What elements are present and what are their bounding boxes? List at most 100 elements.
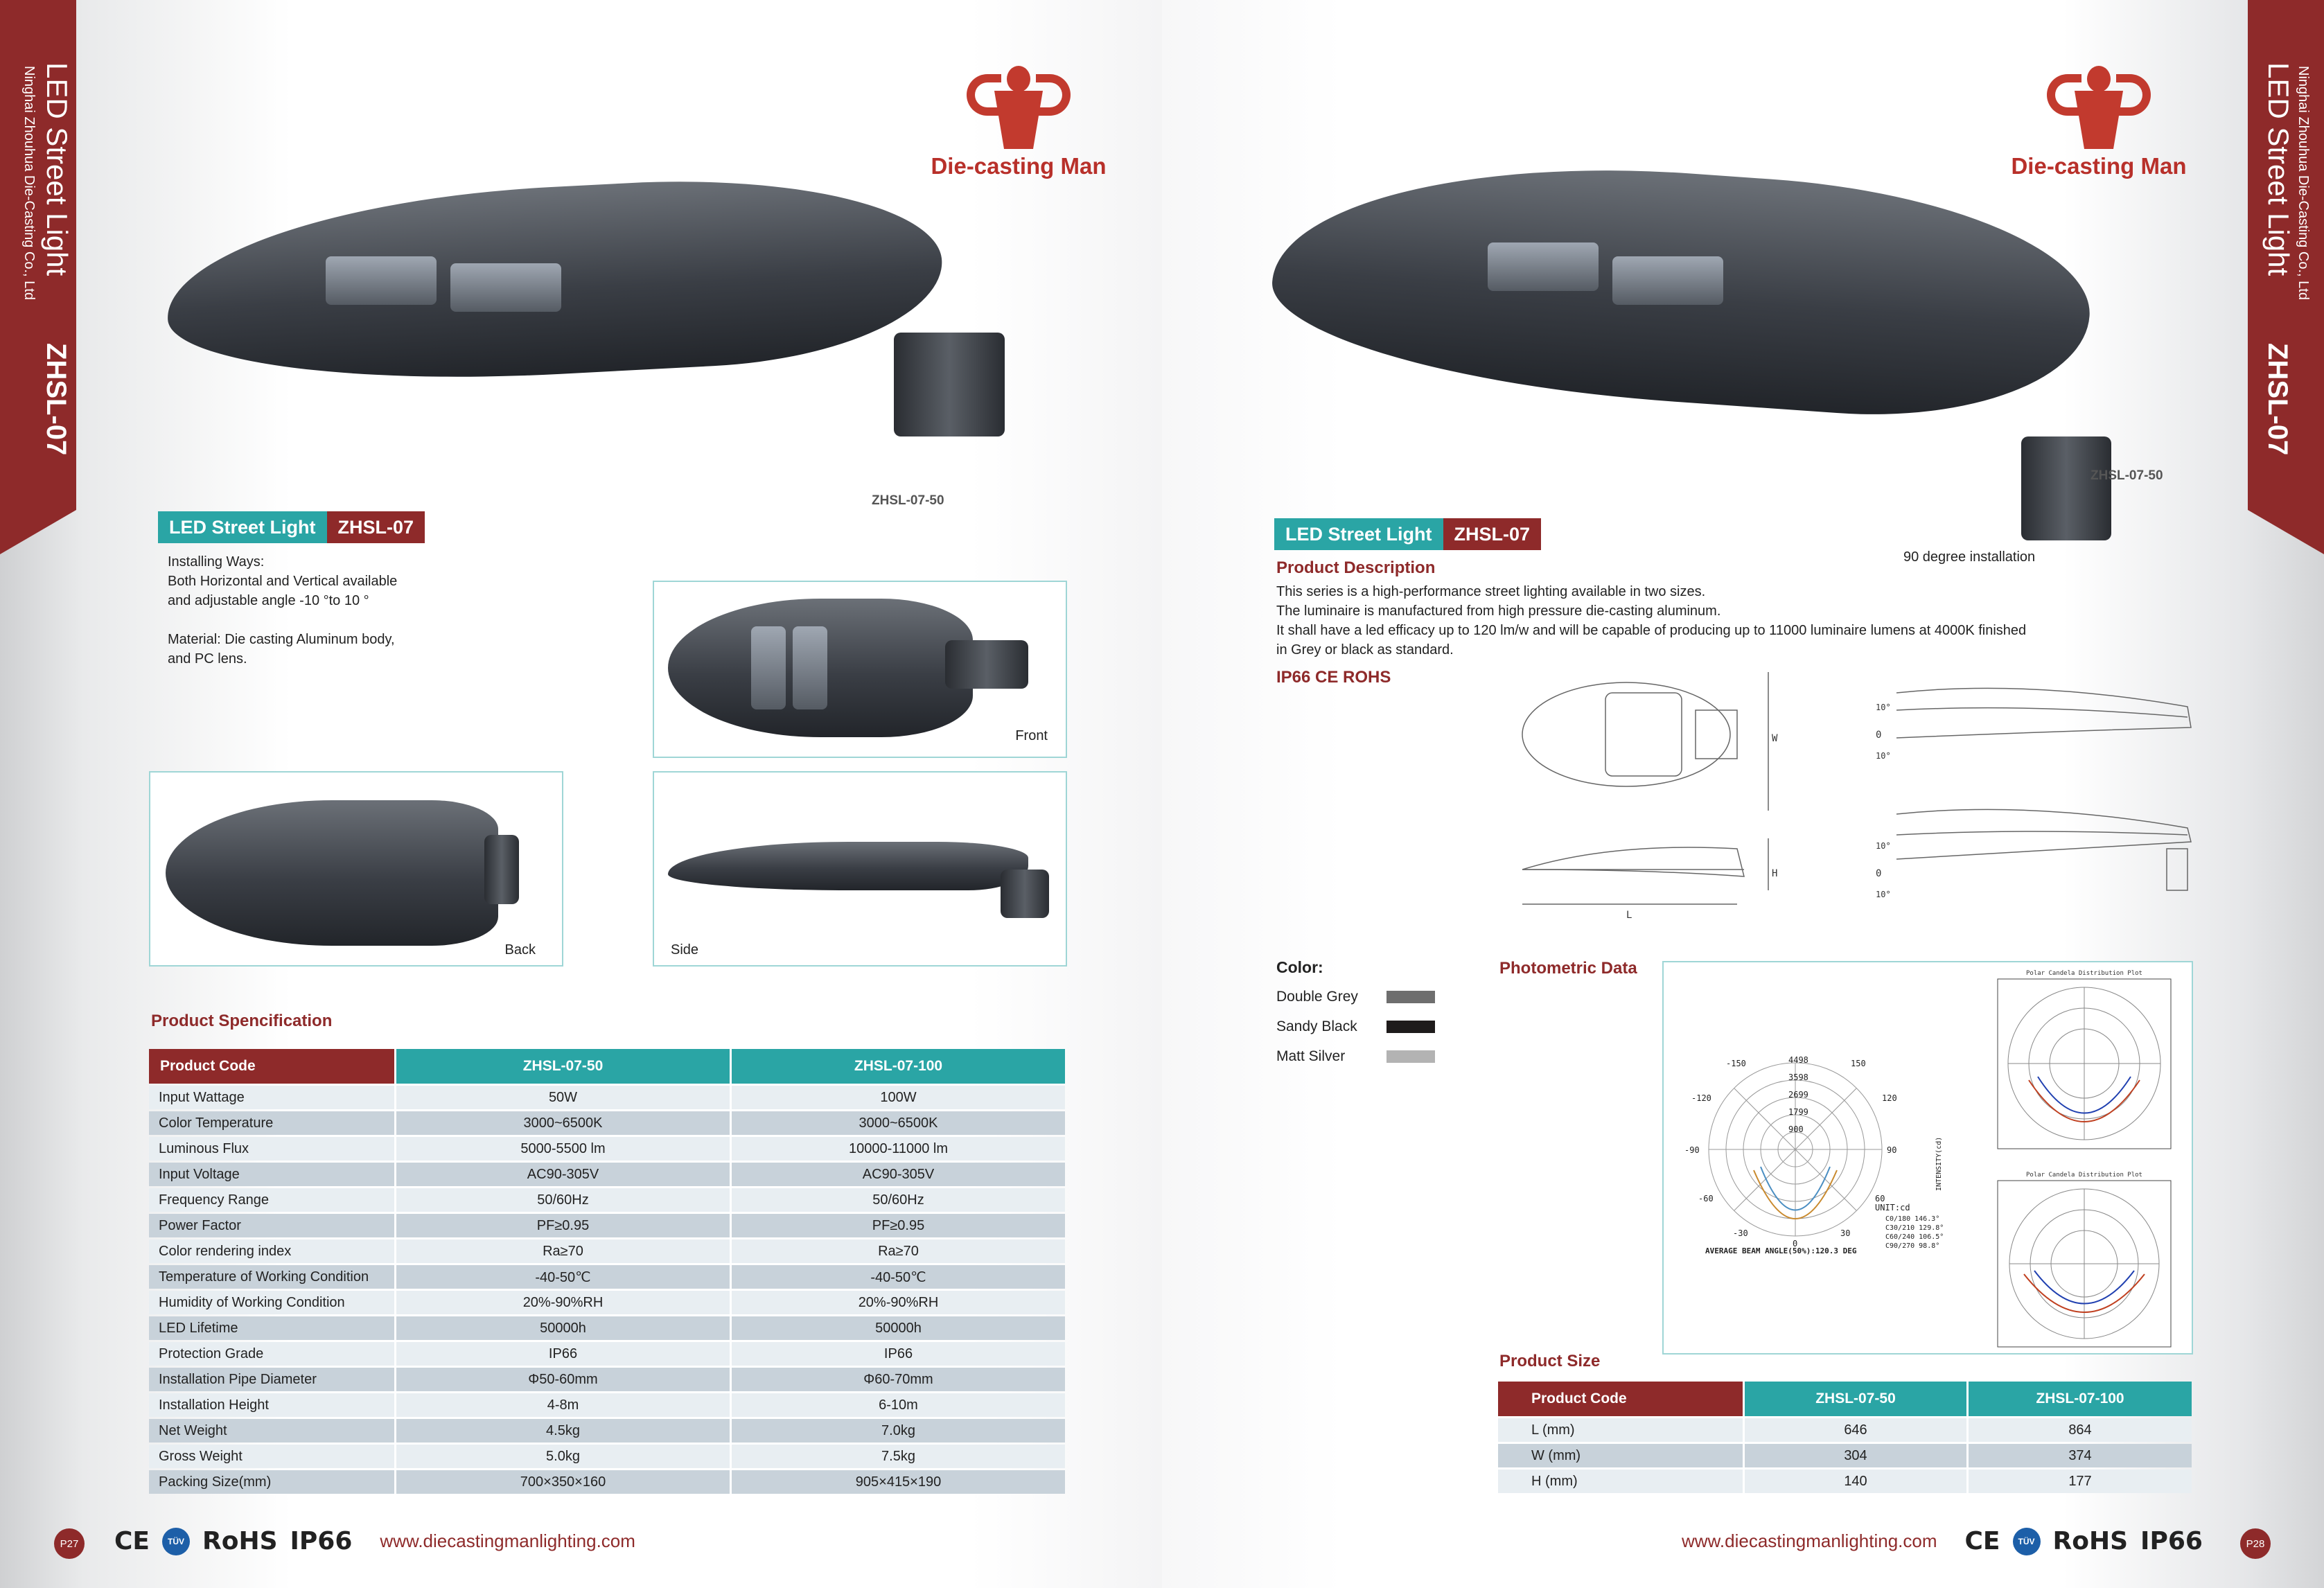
- website-link[interactable]: www.diecastingmanlighting.com: [380, 1530, 635, 1551]
- rohs-mark: RoHS: [2052, 1527, 2129, 1555]
- page-number-left: P27: [54, 1528, 85, 1559]
- angle-zero-1: 0: [1876, 730, 1881, 741]
- spec-value-cell: AC90-305V: [394, 1163, 730, 1186]
- chart-title-1: Polar Candela Distribution Plot: [2026, 970, 2142, 977]
- ce-mark: CE: [1964, 1527, 2000, 1555]
- ring-5: 900: [1788, 1124, 1804, 1134]
- angle-zero-2: 0: [1876, 868, 1881, 879]
- spec-label-cell: Power Factor: [149, 1214, 394, 1237]
- tuv-icon: TÜV: [2012, 1527, 2041, 1555]
- spec-label-cell: Color Temperature: [149, 1111, 394, 1135]
- banner-company: Ninghai Zhouhua Die-Casting Co., Ltd: [2296, 66, 2311, 300]
- spec-value-cell: 50W: [394, 1086, 730, 1109]
- spec-value-cell: 4.5kg: [394, 1419, 730, 1443]
- brand-logo: Die-casting Man: [915, 66, 1123, 191]
- size-header-50: ZHSL-07-50: [1743, 1382, 1966, 1416]
- spec-label-cell: Net Weight: [149, 1419, 394, 1443]
- ip-mark: IP66: [290, 1527, 353, 1555]
- spec-label-cell: Input Wattage: [149, 1086, 394, 1109]
- spec-value-cell: 7.5kg: [730, 1445, 1065, 1468]
- size-value-cell: 646: [1743, 1418, 1966, 1442]
- size-title: Product Size: [1499, 1352, 1601, 1370]
- spec-value-cell: 5.0kg: [394, 1445, 730, 1468]
- angle-down-1: 10°: [1876, 751, 1891, 761]
- chart-title-2: Polar Candela Distribution Plot: [2026, 1172, 2142, 1179]
- color-name: Sandy Black: [1276, 1018, 1357, 1034]
- spec-value-cell: 50000h: [730, 1316, 1065, 1340]
- intensity-label: INTENSITY(cd): [1935, 1137, 1943, 1191]
- top-view-outline: [1522, 682, 1731, 787]
- label-h: H: [1772, 868, 1777, 879]
- banner-company-col: Ninghai Zhouhua Die-Casting Co., Ltd: [21, 66, 37, 300]
- color-swatch: [1387, 1050, 1435, 1063]
- tag-model: ZHSL-07: [1443, 518, 1542, 550]
- spec-value-cell: 50000h: [394, 1316, 730, 1340]
- cert-line: IP66 CE ROHS: [1276, 668, 1391, 687]
- size-value-cell: 140: [1743, 1470, 1966, 1493]
- spec-label-cell: Installation Height: [149, 1393, 394, 1417]
- spec-value-cell: -40-50℃: [730, 1265, 1065, 1289]
- spec-value-cell: 905×415×190: [730, 1470, 1065, 1494]
- banner-model-col: ZHSL-07: [40, 343, 71, 455]
- size-value-cell: 177: [1966, 1470, 2192, 1493]
- product-tag: LED Street Light ZHSL-07: [1274, 518, 1542, 550]
- front-view-frame: Front: [653, 581, 1067, 758]
- spec-value-cell: Φ50-60mm: [394, 1368, 730, 1391]
- muscle-man-icon: [967, 66, 1071, 149]
- spec-value-cell: 700×350×160: [394, 1470, 730, 1494]
- side-label: Side: [671, 942, 699, 958]
- angle-m30: -30: [1733, 1228, 1748, 1238]
- size-value-cell: 304: [1743, 1444, 1966, 1467]
- spec-value-cell: 4-8m: [394, 1393, 730, 1417]
- angle-down-2: 10°: [1876, 890, 1891, 899]
- spec-table: Product Code ZHSL-07-50 ZHSL-07-100 Inpu…: [149, 1047, 1065, 1496]
- angle-60: 60: [1875, 1194, 1885, 1203]
- angle-120: 120: [1882, 1093, 1897, 1103]
- side-banner-right: LED Street Light Ninghai Zhouhua Die-Cas…: [2248, 0, 2324, 554]
- polar-diagram: 4498 3598 2699 1799 900 -150 150 -120 12…: [1684, 970, 2172, 1348]
- color-title: Color:: [1276, 958, 1323, 976]
- spec-value-cell: 5000-5500 lm: [394, 1137, 730, 1161]
- ring-1: 4498: [1788, 1055, 1808, 1065]
- banner-title-col: LED Street Light: [40, 62, 73, 276]
- size-value-cell: 864: [1966, 1418, 2192, 1442]
- color-option: Sandy Black: [1276, 1018, 1435, 1035]
- spec-value-cell: Ra≥70: [394, 1239, 730, 1263]
- spec-header-50: ZHSL-07-50: [394, 1049, 730, 1084]
- back-view-frame: Back: [149, 771, 563, 967]
- spec-value-cell: Ra≥70: [730, 1239, 1065, 1263]
- main-product-image: [1265, 145, 2174, 547]
- color-swatch: [1387, 1021, 1435, 1033]
- banner-model-col: ZHSL-07: [2262, 343, 2293, 455]
- side-view-frame: Side: [653, 771, 1067, 967]
- tag-product-name: LED Street Light: [158, 511, 327, 543]
- spec-value-cell: PF≥0.95: [730, 1214, 1065, 1237]
- ip-mark: IP66: [2140, 1527, 2203, 1555]
- angle-30: 30: [1840, 1228, 1850, 1238]
- spec-value-cell: 100W: [730, 1086, 1065, 1109]
- spec-value-cell: 7.0kg: [730, 1419, 1065, 1443]
- spec-value-cell: 3000~6500K: [394, 1111, 730, 1135]
- spec-header-row: Product Code ZHSL-07-50 ZHSL-07-100: [149, 1049, 1065, 1084]
- tag-product-name: LED Street Light: [1274, 518, 1443, 550]
- spec-value-cell: AC90-305V: [730, 1163, 1065, 1186]
- banner-company: Ninghai Zhouhua Die-Casting Co., Ltd: [21, 66, 37, 300]
- website-link[interactable]: www.diecastingmanlighting.com: [1682, 1530, 1937, 1551]
- spec-value-cell: 3000~6500K: [730, 1111, 1065, 1135]
- angle-m150: -150: [1726, 1059, 1746, 1068]
- rohs-mark: RoHS: [202, 1527, 278, 1555]
- color-option: Double Grey: [1276, 989, 1435, 1005]
